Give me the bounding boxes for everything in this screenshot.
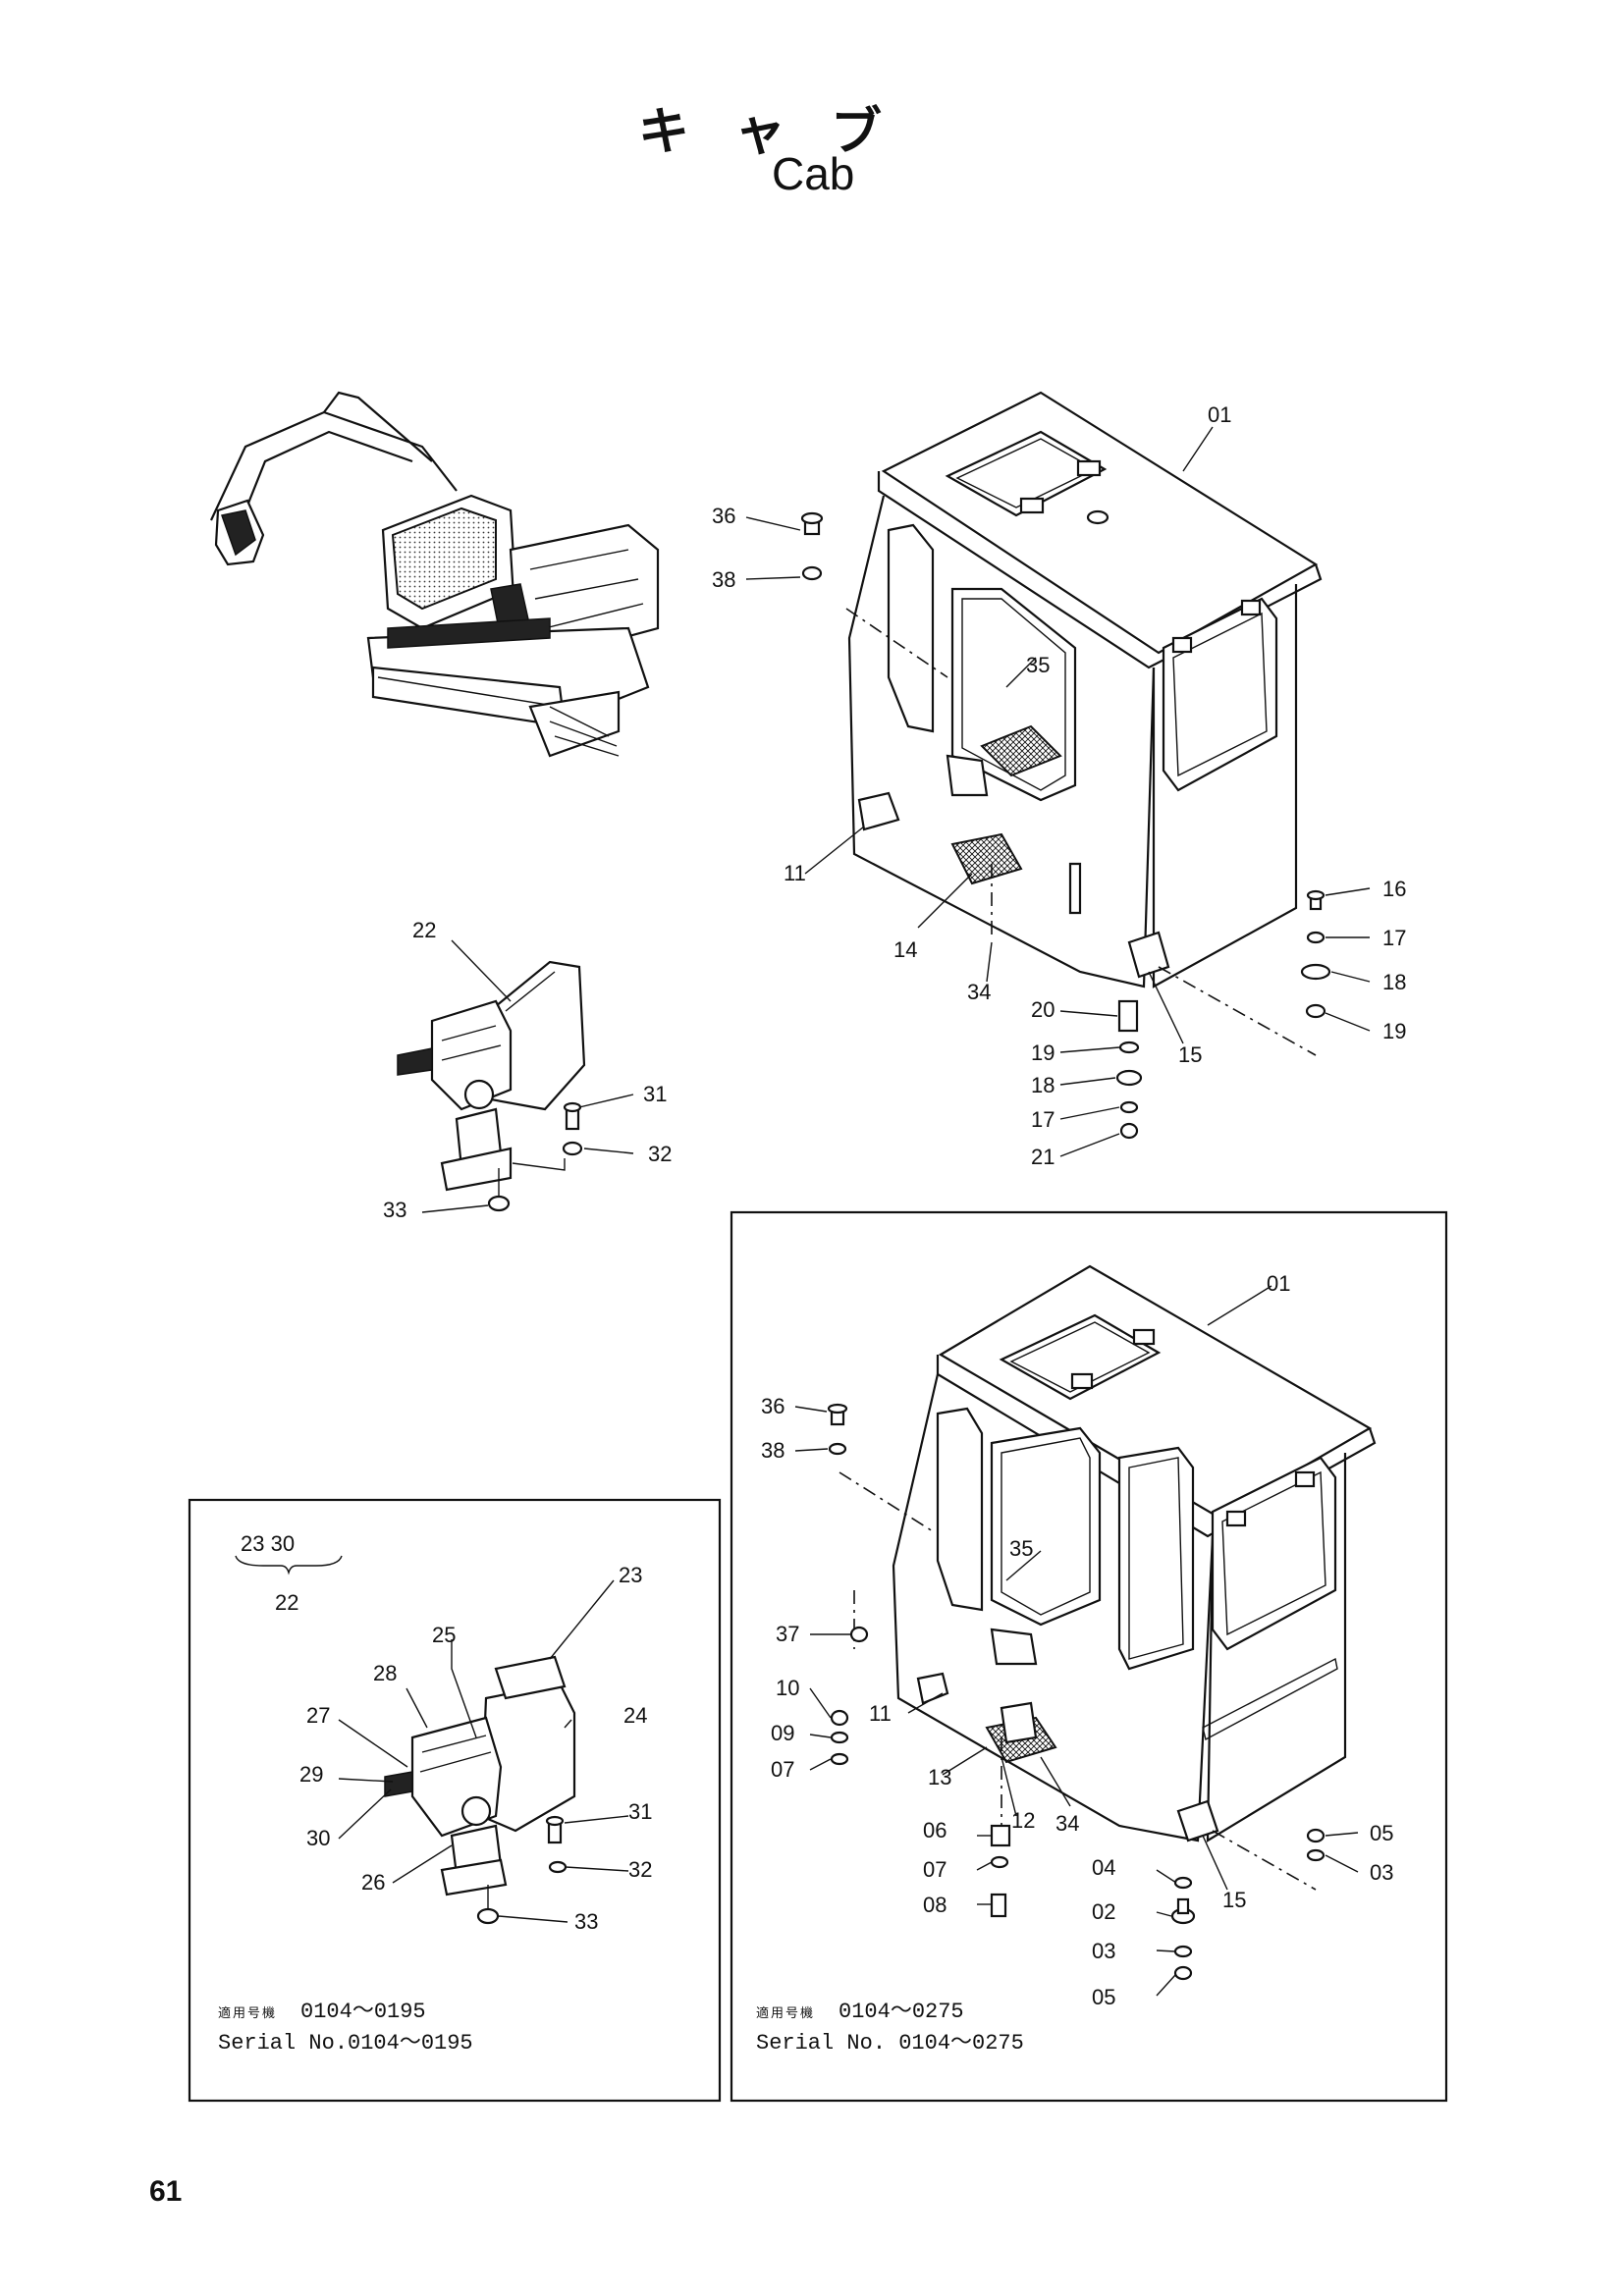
callout: 16 [1382,877,1406,901]
page-number: 61 [149,2175,183,2208]
callout: 08 [923,1893,947,1917]
callout: 07 [923,1857,947,1882]
serial-jp-range: 0104〜0275 [839,2000,964,2024]
callout: 36 [761,1394,784,1418]
callout: 35 [1026,653,1050,677]
callout: 38 [761,1438,784,1463]
callout: 07 [771,1757,794,1782]
callout: 38 [712,567,735,592]
serial-en: Serial No. 0104〜0275 [756,2031,1024,2056]
serial-en: Serial No.0104〜0195 [218,2031,473,2056]
excavator-overview [210,391,660,758]
callout: 11 [869,1701,892,1726]
callout: 14 [893,937,917,962]
callout: 36 [712,504,735,528]
callouts-inset-right: 01 36 38 35 37 10 11 09 07 13 12 34 06 0… [761,1271,1393,2009]
inset-frame-left [188,1498,722,2103]
callout: 04 [1092,1855,1115,1880]
page-title-japanese: キャブ [638,103,928,162]
callout: 11 [784,861,806,885]
callout: 01 [1267,1271,1290,1296]
callout: 02 [1092,1899,1115,1924]
callout: 32 [648,1142,672,1166]
leader-lines [338,426,1371,1997]
callout: 17 [1382,926,1406,950]
callout: 34 [1055,1811,1079,1836]
callout: 21 [1031,1145,1055,1169]
callout: 09 [771,1721,794,1745]
callout: 30 [306,1826,330,1850]
callout: 15 [1222,1888,1246,1912]
callout: 15 [1178,1042,1202,1067]
callout: 29 [299,1762,323,1787]
callout: 18 [1031,1073,1055,1097]
callout: 22 [412,918,436,942]
serial-range-left: 適用号機 0104〜0195 Serial No.0104〜0195 [218,1998,473,2058]
callout: 31 [628,1799,652,1824]
callout: 05 [1370,1821,1393,1845]
callout: 03 [1092,1939,1115,1963]
callout: 03 [1370,1860,1393,1885]
group-parent: 22 [275,1590,298,1615]
callout: 28 [373,1661,397,1685]
callout: 33 [383,1198,406,1222]
callout: 25 [432,1623,456,1647]
main-fasteners [800,511,1331,1140]
callout: 31 [643,1082,667,1106]
callout: 34 [967,980,991,1004]
callout: 23 [619,1563,642,1587]
main-cab-drawing [845,391,1323,1056]
group-bracket [235,1555,343,1575]
callout: 26 [361,1870,385,1895]
inset-cab [839,1264,1377,1891]
serial-jp-range: 0104〜0195 [300,2000,426,2024]
callout: 01 [1208,402,1231,427]
inset-fasteners [827,1403,1325,1981]
callout: 27 [306,1703,330,1728]
callout: 24 [623,1703,647,1728]
hinge-latch [1076,459,1102,477]
page-title: Cab [772,148,855,199]
callout: 19 [1031,1041,1055,1065]
inset-seat [384,1655,576,1925]
callout: 37 [776,1622,799,1646]
callout: 13 [928,1765,951,1789]
callout: 18 [1382,970,1406,994]
callout: 20 [1031,997,1055,1022]
serial-range-right: 適用号機 0104〜0275 Serial No. 0104〜0275 [756,1998,1024,2058]
group-note: 23 30 22 [241,1531,298,1615]
callout: 12 [1011,1808,1035,1833]
group-members: 23 30 [241,1531,295,1556]
callout: 19 [1382,1019,1406,1043]
seat-assembly [397,960,586,1212]
callout: 06 [923,1818,947,1842]
inset-frame-right [730,1210,1448,2103]
callout: 35 [1009,1536,1033,1561]
callout: 10 [776,1676,799,1700]
callout: 05 [1092,1985,1115,2009]
serial-jp-label: 適用号機 [756,2006,816,2021]
callout: 32 [628,1857,652,1882]
callouts-inset-left: 25 23 28 27 24 29 30 31 32 26 33 [299,1563,652,1934]
serial-jp-label: 適用号機 [218,2006,278,2021]
callout: 17 [1031,1107,1055,1132]
callout: 33 [574,1909,598,1934]
callouts-main: 01 36 38 35 11 14 34 16 17 18 19 20 19 1… [383,402,1406,1222]
